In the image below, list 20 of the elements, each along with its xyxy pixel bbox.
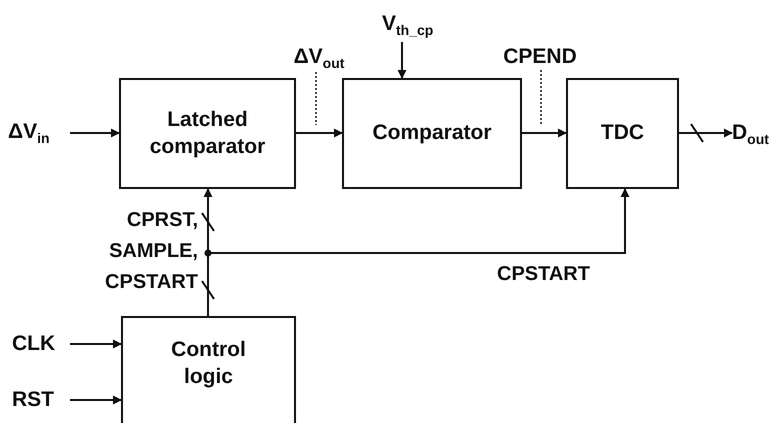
signal-label: CPEND <box>494 44 586 70</box>
signal-label: CLK <box>12 330 70 358</box>
signal-label: ΔV$_{out}$ <box>282 44 356 72</box>
arrow <box>70 128 120 138</box>
signal-label: ΔV$_{in}$ <box>8 118 70 148</box>
arrow <box>70 340 122 348</box>
arrow <box>70 396 122 404</box>
block-box: TDC <box>566 78 679 189</box>
signal-label: V$_{th_cp}$ <box>382 8 466 42</box>
leader-line <box>540 70 542 125</box>
arrow <box>296 128 343 138</box>
block-box: Comparator <box>342 78 522 189</box>
signal-label: RST <box>12 386 70 414</box>
block-box: Control logic <box>121 316 296 423</box>
leader-line <box>315 72 317 125</box>
arrow <box>398 42 406 79</box>
signal-label: D$_{out}$ <box>732 118 778 150</box>
block-box: Latched comparator <box>119 78 296 189</box>
arrow <box>678 123 733 143</box>
arrow <box>522 128 567 138</box>
